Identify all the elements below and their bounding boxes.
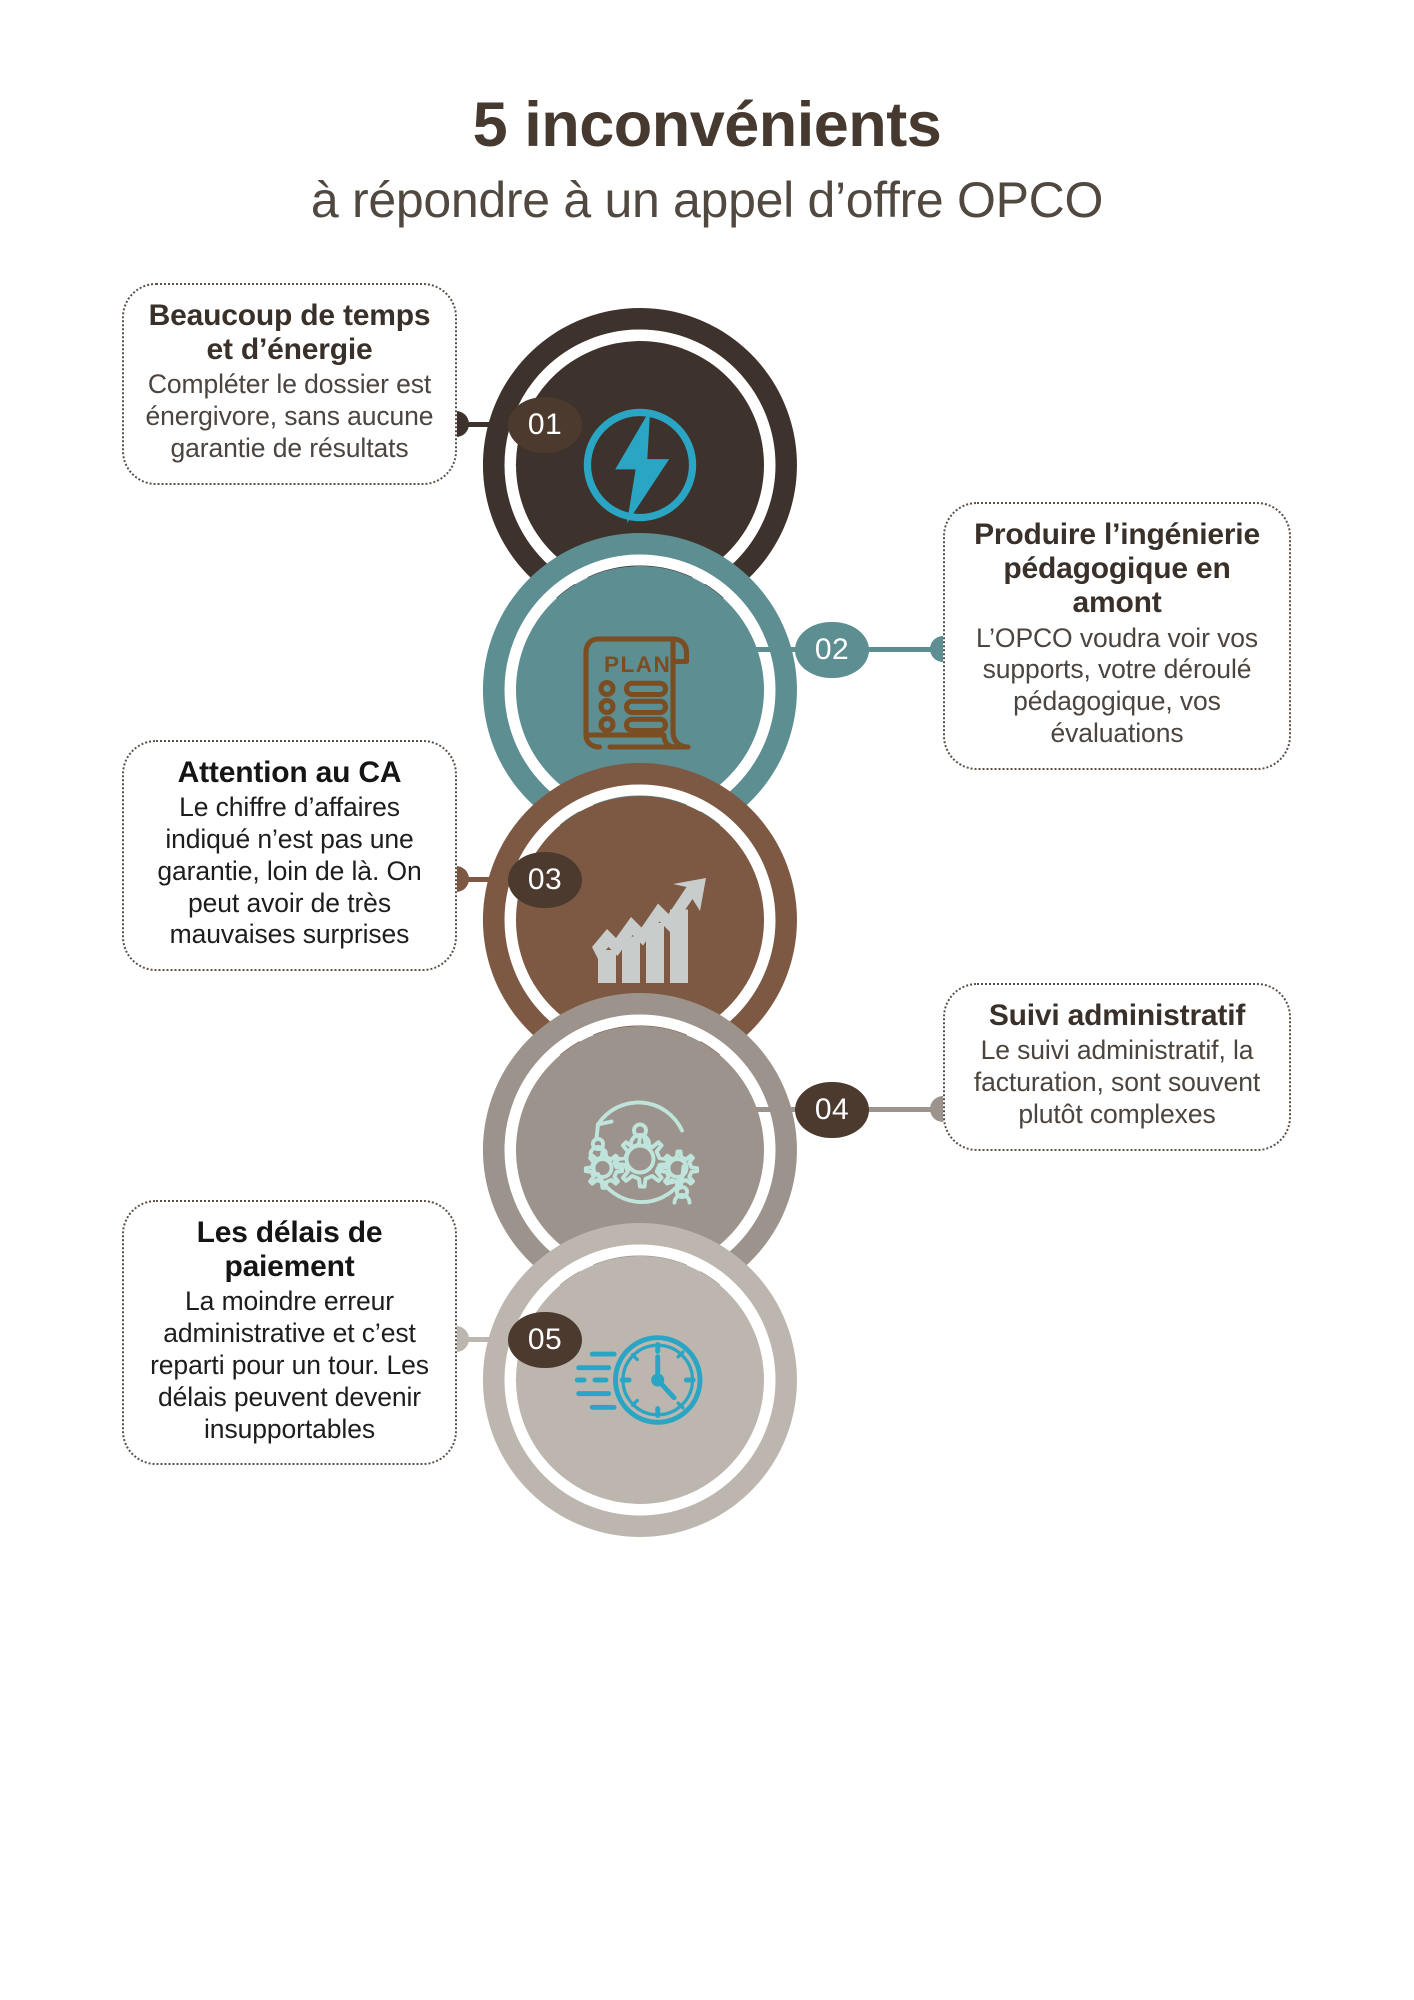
info-card-title-05: Les délais de paiement — [196, 1216, 383, 1284]
header: 5 inconvénients à répondre à un appel d’… — [0, 92, 1414, 230]
number-badge-label-02: 02 — [814, 633, 850, 666]
number-badge-02: 02 — [795, 622, 869, 678]
number-badge-label-01: 01 — [527, 408, 563, 441]
icon-circle-04 — [475, 985, 805, 1315]
icon-circle-03 — [475, 755, 805, 1085]
info-card-01[interactable]: Beaucoup de temps et d’énergie Compléter… — [122, 283, 457, 485]
svg-text:PLAN: PLAN — [604, 652, 671, 677]
fast-clock-icon — [565, 1305, 715, 1455]
info-card-title-01: Beaucoup de temps et d’énergie — [148, 299, 431, 367]
info-card-title-04: Suivi administratif — [988, 999, 1246, 1032]
number-badge-01: 01 — [508, 397, 582, 453]
info-card-05[interactable]: Les délais de paiement La moindre erreur… — [122, 1200, 457, 1466]
number-badge-05: 05 — [508, 1312, 582, 1368]
lightning-bolt-icon — [565, 390, 715, 540]
item-row-02: PLAN 02 Produire l’ingénierie pédagogiqu… — [0, 502, 1414, 847]
info-card-body-05: La moindre erreur administrative et c’es… — [150, 1286, 429, 1444]
item-row-03: 03 Attention au CA Le chiffre d’affaires… — [0, 740, 1414, 1077]
circle-ring-04 — [482, 993, 797, 1307]
page-subtitle: à répondre à un appel d’offre OPCO — [310, 172, 1104, 229]
info-card-03[interactable]: Attention au CA Le chiffre d’affaires in… — [122, 740, 457, 972]
info-card-body-04: Le suivi administratif, la facturation, … — [973, 1035, 1261, 1129]
info-card-body-01: Compléter le dossier est énergivore, san… — [145, 369, 434, 463]
info-card-body-03: Le chiffre d’affaires indiqué n’est pas … — [157, 792, 422, 950]
bar-chart-growth-icon — [565, 845, 715, 995]
circle-ring-03 — [482, 763, 797, 1077]
gears-people-icon — [565, 1075, 715, 1225]
number-badge-label-04: 04 — [814, 1093, 850, 1126]
info-card-04[interactable]: Suivi administratif Le suivi administrat… — [943, 983, 1291, 1151]
number-badge-label-05: 05 — [527, 1323, 563, 1356]
item-row-04: 04 Suivi administratif Le suivi administ… — [0, 983, 1414, 1307]
number-badge-03: 03 — [508, 852, 582, 908]
info-card-title-02: Produire l’ingénierie pédagogique en amo… — [974, 518, 1260, 620]
item-row-01: 01 Beaucoup de temps et d’énergie Complé… — [0, 283, 1414, 622]
item-row-05: 05 Les délais de paiement La moindre err… — [0, 1200, 1414, 1537]
info-card-body-02: L’OPCO voudra voir vos supports, votre d… — [975, 622, 1259, 748]
plan-scroll-icon: PLAN — [565, 615, 715, 765]
page-title: 5 inconvénients — [472, 90, 942, 160]
info-card-title-03: Attention au CA — [177, 756, 402, 789]
info-card-02[interactable]: Produire l’ingénierie pédagogique en amo… — [943, 502, 1291, 770]
number-badge-04: 04 — [795, 1082, 869, 1138]
icon-circle-05 — [475, 1215, 805, 1545]
number-badge-label-03: 03 — [527, 863, 563, 896]
circle-ring-05 — [482, 1223, 797, 1537]
